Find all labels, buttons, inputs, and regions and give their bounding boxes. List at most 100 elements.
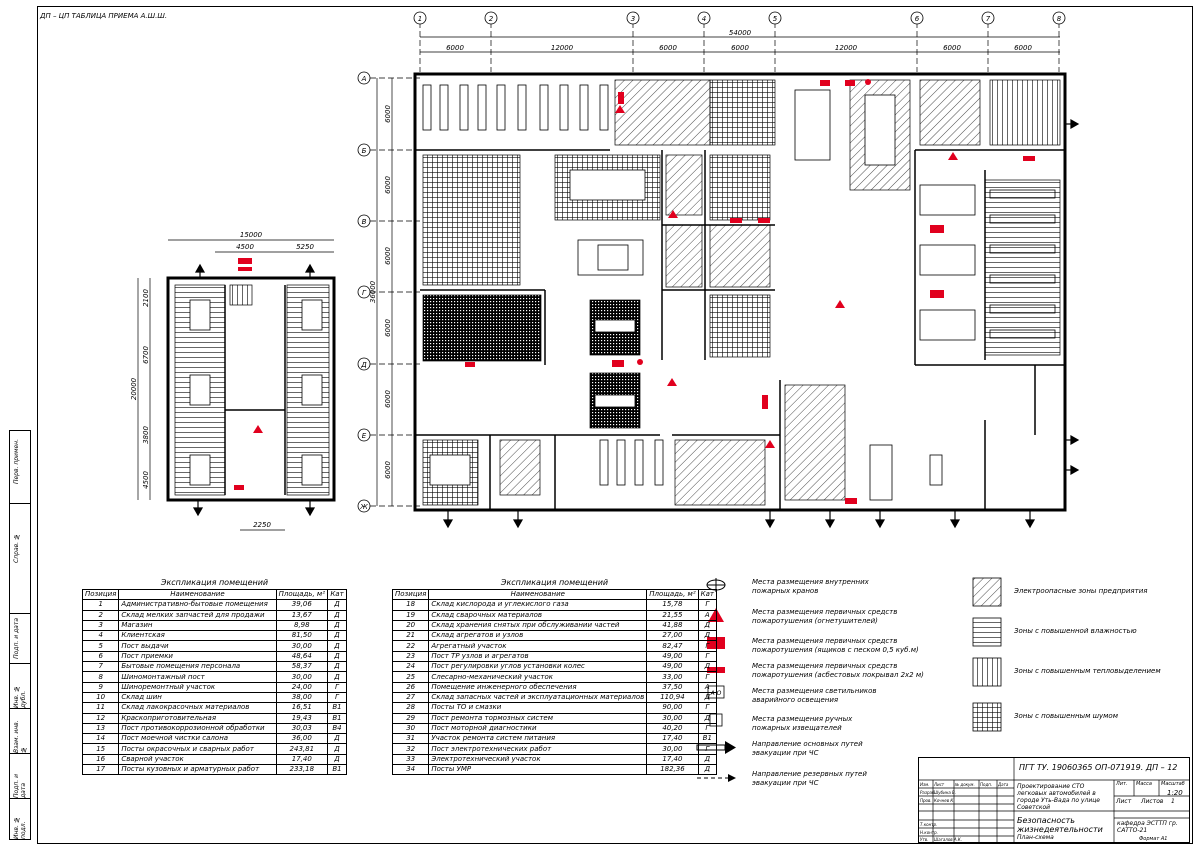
horizontal-hatch-icon	[972, 617, 1002, 647]
room-category: Д	[697, 691, 717, 704]
role-label: № докум.	[955, 782, 975, 787]
room-category: Д	[697, 619, 717, 632]
axis-row-label: Б	[362, 147, 367, 155]
room-name: Пост ТР узлов и агрегатов	[428, 650, 648, 663]
room-area: 33,00	[646, 671, 699, 683]
room-name: Участок ремонта систем питания	[428, 733, 648, 745]
room-category: Д	[327, 733, 347, 745]
room-area: 110,94	[646, 691, 699, 704]
room-number: 24	[391, 661, 430, 673]
room-name: Пост выдачи	[118, 640, 277, 652]
room-category: Д	[697, 764, 717, 776]
diagonal-hatch-icon	[972, 577, 1002, 607]
room-category: Д	[327, 650, 347, 663]
role-label: Пров.	[920, 798, 932, 803]
room-number: 1	[81, 599, 120, 611]
annex-span-dim: 5250	[296, 243, 314, 251]
room-name: Склад хранения снятых при обслуживании ч…	[428, 619, 648, 632]
room-name: Склад агрегатов и узлов	[428, 630, 648, 642]
room-number: 8	[81, 671, 120, 683]
room-area: 49,00	[646, 650, 699, 663]
room-number: 3	[81, 619, 120, 632]
org-name: кафедра ЭСТТП гр. САТТО-21	[1117, 820, 1178, 834]
span-dim: 6000	[731, 44, 749, 52]
room-category: Д	[697, 753, 717, 766]
sheets-count: 1	[1171, 798, 1175, 805]
legend-reserve-exit: Направление резервных путей эвакуации пр…	[752, 770, 867, 787]
room-category: Г	[697, 702, 717, 714]
span-dim: 6000	[659, 44, 677, 52]
room-area: 37,50	[646, 681, 699, 693]
main-building-outline	[413, 72, 1067, 512]
room-number: 23	[391, 650, 430, 663]
room-name: Посты УМР	[428, 764, 648, 776]
room-area: 30,00	[275, 671, 329, 683]
room-area: 40,20	[646, 722, 699, 735]
annex-dimensions	[137, 239, 334, 531]
room-category: В1	[327, 712, 347, 724]
room-name: Шиноремонтный участок	[118, 681, 277, 693]
axis-col-label: 7	[986, 15, 991, 23]
room-name: Клиентская	[118, 630, 277, 642]
room-category: А	[697, 681, 717, 693]
room-number: 14	[81, 733, 120, 745]
room-name: Склад мелких запчастей для продажи	[118, 609, 277, 621]
col-header: Площадь, м²	[275, 588, 329, 601]
room-number: 7	[81, 661, 120, 673]
legend-humidity-zone: Зоны с повышенной влажностью	[1014, 627, 1137, 635]
axis-col-label: 3	[631, 15, 635, 23]
axis-col-label: 4	[702, 15, 706, 23]
annex-width-dim: 15000	[240, 231, 263, 239]
room-category: Д	[327, 630, 347, 642]
table-title: Экспликация помещений	[160, 578, 269, 587]
room-number: 27	[391, 691, 430, 704]
room-number: 13	[81, 722, 120, 735]
person-name: Кочнев К.	[934, 798, 955, 803]
role-label: Т.контр.	[920, 822, 938, 827]
axis-col-label: 6	[915, 15, 920, 23]
room-area: 49,00	[646, 661, 699, 673]
room-area: 30,03	[275, 722, 329, 735]
room-area: 38,00	[275, 691, 329, 704]
axis-col-label: 1	[418, 15, 422, 23]
grid-hatch-icon	[972, 702, 1002, 732]
room-area: 30,00	[646, 712, 699, 724]
room-category: А	[697, 609, 717, 621]
room-name: Шиномонтажный пост	[118, 671, 277, 683]
room-number: 10	[81, 691, 120, 704]
room-number: 33	[391, 753, 430, 766]
span-dim: 6000	[384, 461, 392, 479]
axis-col-label: 2	[489, 15, 494, 23]
room-category: Д	[327, 743, 347, 755]
room-number: 4	[81, 630, 120, 642]
room-number: 28	[391, 702, 430, 714]
role-label: Лист	[934, 782, 945, 787]
axis-row-label: Г	[362, 289, 367, 297]
room-area: 90,00	[646, 702, 699, 714]
room-area: 39,06	[275, 599, 329, 611]
room-category: Д	[327, 640, 347, 652]
room-category: В1	[697, 733, 717, 745]
room-number: 20	[391, 619, 430, 632]
room-area: 15,78	[646, 599, 699, 611]
room-number: 31	[391, 733, 430, 745]
room-area: 243,81	[275, 743, 329, 755]
sheets-label: Листов	[1141, 798, 1164, 805]
side-cell: Справ. №	[10, 503, 30, 614]
room-name: Сварной участок	[118, 753, 277, 766]
room-category: Д	[327, 619, 347, 632]
room-number: 30	[391, 722, 430, 735]
span-dim: 6000	[384, 176, 392, 194]
legend-extinguisher: Места размещения первичных средств пожар…	[752, 608, 898, 625]
room-number: 32	[391, 743, 430, 755]
